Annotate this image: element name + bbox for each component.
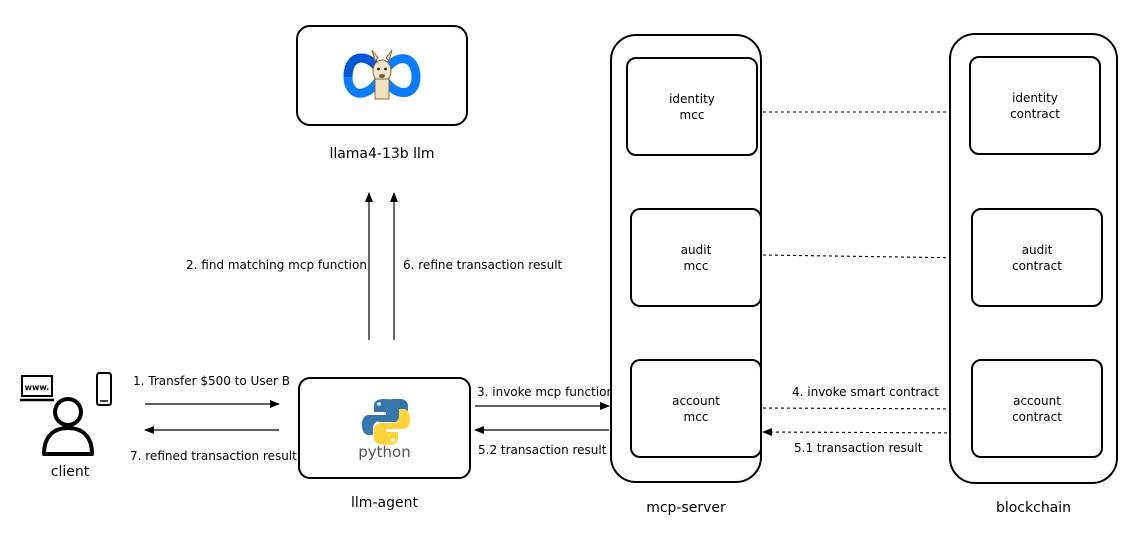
identity-contract-node: identity contract [969,56,1101,155]
python-logo [362,399,410,445]
account-mcc-line2: mcc [683,409,709,424]
step1-label: 1. Transfer $500 to User B [133,374,290,388]
identity-contract-line2: contract [1010,106,1060,121]
laptop-icon: www. [20,375,54,402]
meta-llama-logo [343,49,421,100]
step6-label: 6. refine transaction result [403,258,563,272]
client-caption: client [50,464,90,480]
person-icon [42,397,94,456]
audit-mcc-node: audit mcc [630,208,762,307]
step7-label: 7. refined transaction result [130,449,297,463]
account-mcc-line1: account [672,393,720,408]
llm-agent-node: python [298,377,471,479]
step5-1-label: 5.1 transaction result [794,441,923,455]
arrow-audit-contract [762,253,970,262]
python-wordmark: python [358,443,411,461]
account-mcc-node: account mcc [630,359,762,458]
phone-icon [96,372,112,406]
step4-label: 4. invoke smart contract [792,385,939,399]
step3-label: 3. invoke mcp function [477,385,615,399]
llm-caption: llama4-13b llm [329,146,435,162]
step2-label: 2. find matching mcp function [186,258,367,272]
step5-2-label: 5.2 transaction result [478,443,607,457]
identity-contract-line1: identity [1012,90,1058,105]
account-contract-node: account contract [971,359,1103,458]
arrow-contract-result [762,428,972,437]
identity-mcc-line2: mcc [679,107,705,122]
laptop-screen-text: www. [25,383,50,392]
llm-agent-caption: llm-agent [351,495,418,511]
identity-mcc-line1: identity [669,91,715,106]
audit-contract-line1: audit [1021,242,1053,257]
audit-contract-line2: contract [1012,258,1062,273]
account-contract-line1: account [1013,393,1061,408]
mcp-server-caption: mcp-server [646,500,726,516]
identity-mcc-node: identity mcc [626,57,758,156]
audit-mcc-line2: mcc [683,258,709,273]
audit-mcc-line1: audit [680,242,712,257]
blockchain-caption: blockchain [995,500,1072,516]
account-contract-line2: contract [1012,409,1062,424]
llm-node [296,25,468,126]
arrow-invoke-contract [762,404,972,413]
audit-contract-node: audit contract [971,208,1103,307]
